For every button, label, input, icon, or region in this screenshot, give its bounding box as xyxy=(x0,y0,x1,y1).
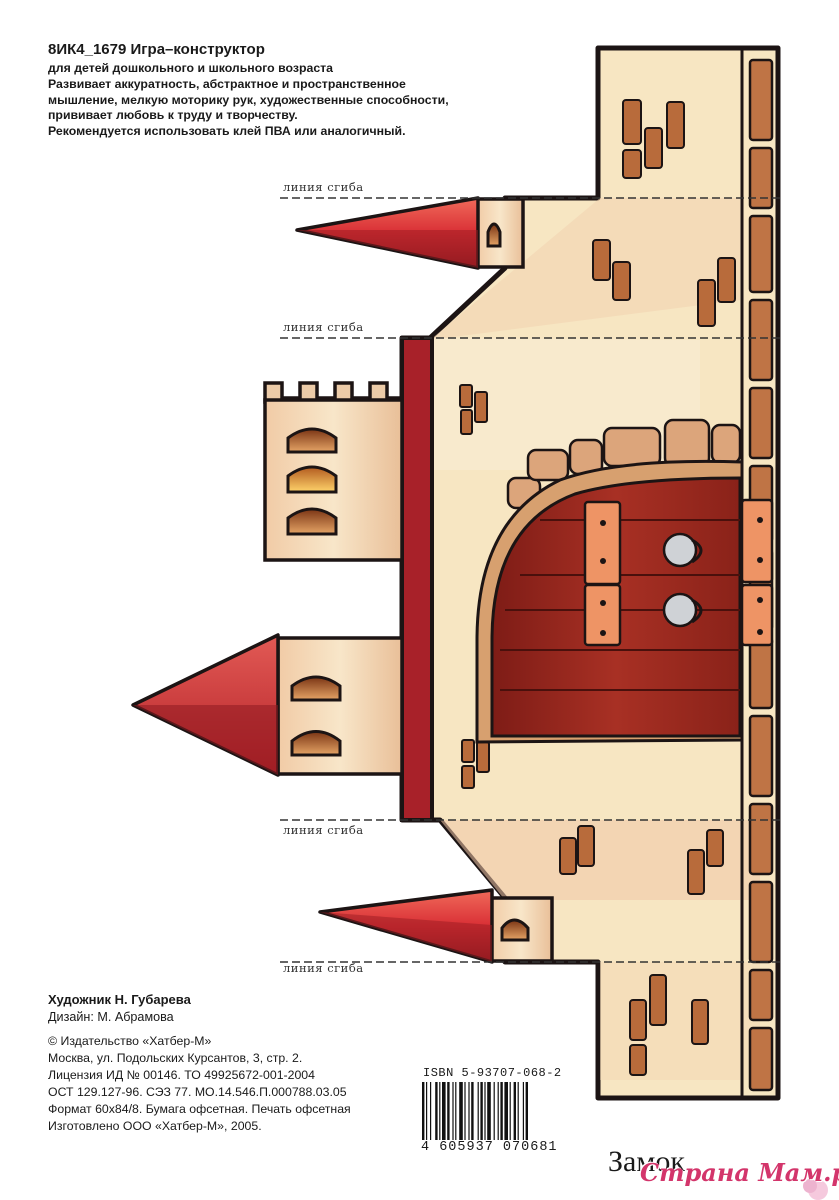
isbn-number: ISBN 5-93707-068-2 xyxy=(423,1066,562,1080)
watermark-flower-icon xyxy=(803,1179,828,1200)
wall-bricks xyxy=(459,99,736,1076)
description-line: прививает любовь к труду и творчеству. xyxy=(48,108,298,123)
publisher-line: Изготовлено ООО «Хатбер-М», 2005. xyxy=(48,1118,262,1133)
credits: Художник Н. Губарева Дизайн: М. Абрамова xyxy=(48,992,191,1025)
fold-line-label: линия сгиба xyxy=(283,961,364,975)
description-line: Рекомендуется использовать клей ПВА или … xyxy=(48,124,406,139)
description-line: Развивает аккуратность, абстрактное и пр… xyxy=(48,76,406,91)
artist-credit: Художник Н. Губарева xyxy=(48,992,191,1007)
fold-line-label: линия сгиба xyxy=(283,823,364,837)
publisher-line: Лицензия ИД № 00146. ТО 49925672-001-200… xyxy=(48,1067,315,1082)
publisher-line: Формат 60х84/8. Бумага офсетная. Печать … xyxy=(48,1101,351,1116)
barcode-digits: 4 605937 070681 xyxy=(419,1140,560,1155)
middle-tower xyxy=(263,381,404,562)
publisher-info: © Издательство «Хатбер-М» Москва, ул. По… xyxy=(48,1033,351,1135)
bottom-turret xyxy=(318,888,554,964)
publisher-line: ОСТ 129.127-96. СЭЗ 77. МО.14.546.П.0007… xyxy=(48,1084,347,1099)
product-description: 8ИК4_1679 Игра–конструктор для детей дош… xyxy=(48,40,518,140)
description-line: для детей дошкольного и школьного возрас… xyxy=(48,61,334,76)
product-name: Замок xyxy=(608,1145,685,1178)
design-credit: Дизайн: М. Абрамова xyxy=(48,1009,174,1024)
top-turret xyxy=(295,196,525,270)
fold-line-label: линия сгиба xyxy=(283,320,364,334)
castle-gate xyxy=(475,459,774,744)
cone-tower xyxy=(131,633,404,777)
fold-line-label: линия сгиба xyxy=(283,180,364,194)
description-line: мышление, мелкую моторику рук, художеств… xyxy=(48,92,449,107)
watermark-logo: Страна Мам.ру xyxy=(640,1158,839,1187)
publisher-line: Москва, ул. Подольских Курсантов, 3, стр… xyxy=(48,1050,303,1065)
publisher-line: © Издательство «Хатбер-М» xyxy=(48,1034,212,1048)
product-code-title: 8ИК4_1679 Игра–конструктор xyxy=(48,41,265,58)
frame-strip xyxy=(400,336,434,822)
